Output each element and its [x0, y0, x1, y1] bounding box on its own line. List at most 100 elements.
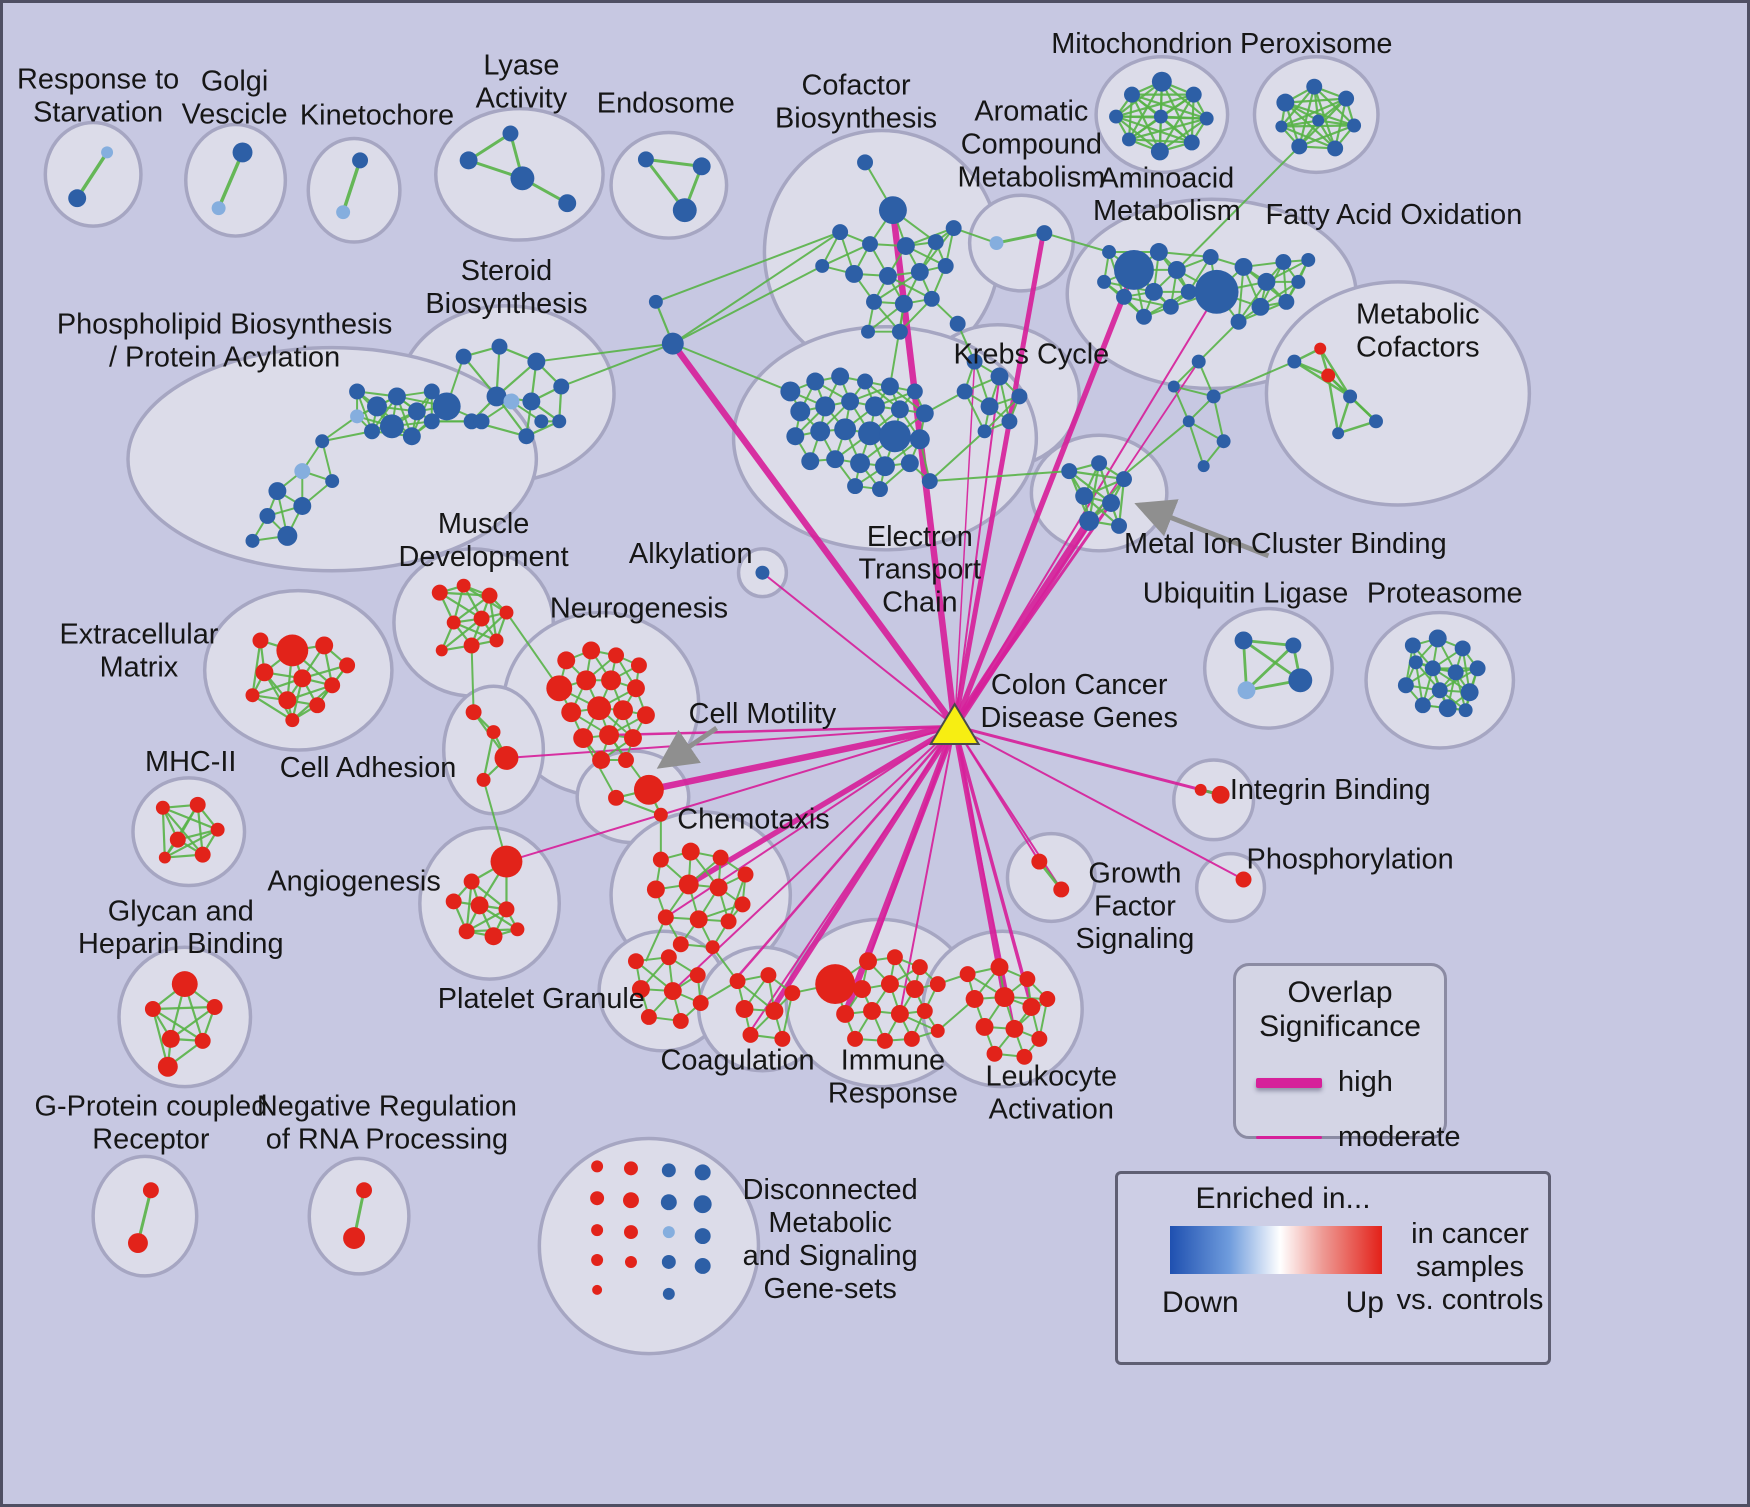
- gene-set-node: [834, 418, 857, 441]
- gene-set-node: [916, 1003, 933, 1019]
- coexpression-edge: [655, 231, 841, 303]
- gene-set-node: [880, 377, 899, 396]
- gene-set-node: [158, 851, 171, 864]
- gene-set-node: [587, 696, 612, 721]
- gene-set-node: [1276, 93, 1295, 112]
- colon-cancer-hub-triangle: [929, 702, 981, 746]
- cluster-bubble-peroxisome: [1252, 55, 1380, 175]
- gene-set-node: [755, 565, 770, 580]
- coexpression-edge: [341, 159, 362, 213]
- gene-set-node: [561, 702, 582, 723]
- gene-set-node: [101, 146, 114, 159]
- gene-set-node: [608, 789, 625, 806]
- cluster-bubble-glycan-heparin-binding: [117, 945, 253, 1089]
- coexpression-edge: [217, 151, 245, 209]
- gene-set-node: [624, 1225, 638, 1240]
- legend-item-high: high: [1256, 1066, 1444, 1099]
- gene-set-node: [445, 893, 462, 910]
- overlap-edge: [954, 725, 1244, 881]
- gene-set-node: [582, 641, 601, 660]
- coexpression-edge: [439, 591, 490, 597]
- gene-set-node: [627, 953, 644, 970]
- coexpression-edge: [251, 640, 262, 696]
- gene-set-node: [631, 980, 650, 999]
- gene-set-node: [1291, 138, 1308, 155]
- gene-set-node: [494, 746, 519, 770]
- coexpression-edge: [727, 874, 747, 922]
- coexpression-edge: [873, 271, 921, 303]
- coexpression-edge: [1044, 232, 1110, 253]
- coexpression-edge: [470, 645, 475, 713]
- gene-set-node: [336, 205, 351, 220]
- gene-set-node: [630, 657, 647, 674]
- gene-set-node: [608, 647, 625, 664]
- gene-set-node: [325, 474, 340, 489]
- cluster-label-32: Platelet Granule: [438, 983, 645, 1015]
- gene-set-node: [937, 257, 954, 274]
- overlap-edge: [952, 232, 1046, 727]
- gene-set-node: [678, 874, 699, 895]
- gene-set-node: [510, 166, 535, 191]
- coexpression-edge: [1118, 420, 1190, 480]
- cluster-label-4: Endosome: [597, 88, 735, 120]
- gene-set-node: [894, 294, 913, 313]
- gene-set-node: [557, 651, 576, 670]
- gene-set-node: [878, 196, 907, 225]
- gene-set-node: [601, 670, 622, 691]
- gene-set-node: [1312, 114, 1325, 127]
- legend-overlap-title-line2: Significance: [1259, 1010, 1421, 1043]
- gene-set-node: [1278, 293, 1295, 310]
- gene-set-node: [1167, 380, 1180, 393]
- gene-set-node: [876, 1032, 893, 1049]
- gene-set-node: [486, 386, 507, 407]
- gene-set-node: [857, 373, 874, 390]
- gene-set-node: [712, 849, 729, 866]
- coexpression-edge: [1313, 86, 1337, 149]
- gene-set-node: [349, 383, 366, 400]
- gene-set-node: [576, 670, 597, 691]
- legend-overlap-significance: Overlap Significance high moderate: [1233, 963, 1461, 1153]
- gene-set-node: [1151, 71, 1172, 92]
- gene-set-node: [965, 990, 984, 1008]
- pointer-arrow: [1134, 499, 1270, 559]
- gene-set-node: [1460, 683, 1479, 702]
- cluster-bubble-disconnected-gene-sets: [537, 1136, 761, 1356]
- gene-set-node: [742, 1026, 759, 1043]
- gene-set-node: [945, 220, 962, 237]
- gene-set-node: [815, 396, 836, 417]
- enrichment-gradient-bar: [1170, 1226, 1382, 1274]
- cluster-bubble-phosphorylation: [1194, 851, 1267, 924]
- gene-set-node: [169, 831, 186, 848]
- gene-set-node: [826, 450, 845, 469]
- gene-set-node: [127, 1233, 148, 1254]
- cluster-bubble-angiogenesis: [418, 825, 562, 981]
- gene-set-node: [1102, 245, 1117, 259]
- coexpression-edge: [929, 470, 1070, 483]
- gene-set-node: [352, 152, 369, 169]
- gradient-up-label: Up: [1345, 1286, 1384, 1319]
- overlap-edge: [506, 725, 955, 863]
- gene-set-node: [1211, 785, 1230, 804]
- gene-set-node: [653, 807, 668, 822]
- gene-set-node: [1338, 90, 1355, 107]
- overlap-edge: [734, 725, 956, 980]
- gene-set-node: [465, 704, 482, 721]
- gene-set-node: [637, 151, 654, 168]
- gene-set-node: [470, 896, 489, 915]
- gene-set-node: [171, 971, 198, 998]
- gene-set-node: [1285, 637, 1302, 654]
- gene-set-node: [1347, 118, 1362, 133]
- gene-set-node: [1111, 517, 1127, 534]
- gene-set-node: [552, 414, 567, 429]
- coexpression-edge: [615, 796, 662, 816]
- gene-set-node: [657, 909, 674, 926]
- gene-set-node: [646, 880, 665, 899]
- gene-set-node: [990, 367, 1009, 386]
- gene-set-node: [890, 1004, 909, 1023]
- coexpression-edge: [439, 591, 483, 620]
